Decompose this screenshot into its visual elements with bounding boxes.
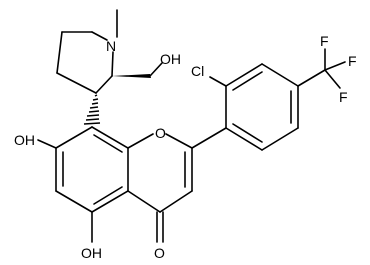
bond-c7-oh [37, 139, 57, 149]
bond-ar3-ar4 [261, 63, 299, 87]
atom-fluorine-right: F [348, 53, 357, 69]
bond-ar2-ar3 [225, 63, 263, 87]
bond-ar6-ar1 [225, 127, 263, 151]
bond-c2-aryl [191, 127, 227, 149]
bond-c8a-o1 [127, 133, 154, 149]
bond-inner-c8-c8a [93, 134, 123, 153]
bond-n-c2 [111, 51, 114, 77]
atom-5-hydroxy: OH [81, 245, 102, 261]
bond-c4-n [91, 31, 108, 41]
bond-c5-c6 [55, 190, 93, 213]
bond-c1-c5 [56, 72, 97, 94]
bond-ar5-ar6 [261, 127, 299, 151]
atom-fluorine-bottom: F [339, 89, 348, 105]
bond-ar2-cl [209, 76, 227, 87]
bond-c7-c8 [55, 126, 93, 149]
bond-c4a-c5 [91, 190, 129, 213]
atom-labels: N OH O OH OH O Cl F F F [14, 33, 357, 261]
bond-c8-c8a [91, 126, 129, 149]
bond-c2-c1 [95, 75, 113, 94]
bond-hash-c1-c8 [83, 94, 101, 125]
bond-inner-ar2-ar3 [232, 71, 263, 91]
bond-inner-c4a-c5 [93, 186, 123, 205]
bonds [37, 9, 346, 243]
bond-cf3-f-bottom [324, 69, 341, 89]
bond-ar4-cf3 [297, 69, 326, 87]
atom-fluorine-top: F [320, 33, 329, 49]
atom-n: N [106, 38, 116, 54]
bond-c3-c4 [159, 190, 193, 213]
bond-c4-c4a [127, 190, 161, 213]
atom-ring-oxygen: O [155, 125, 166, 141]
bond-wedge-ch2oh [112, 74, 151, 78]
atom-chloro: Cl [191, 63, 204, 79]
atom-carbonyl-oxygen: O [154, 245, 165, 261]
bond-c5-c3 [56, 31, 63, 74]
atom-hydroxymethyl-oh: OH [160, 51, 181, 67]
atom-7-hydroxy: OH [14, 132, 35, 148]
bond-cf3-f-right [324, 61, 346, 71]
bond-inner-ar6-ar1 [232, 123, 263, 143]
bond-o1-c2 [165, 133, 193, 149]
bond-ch2-oh [149, 62, 163, 77]
